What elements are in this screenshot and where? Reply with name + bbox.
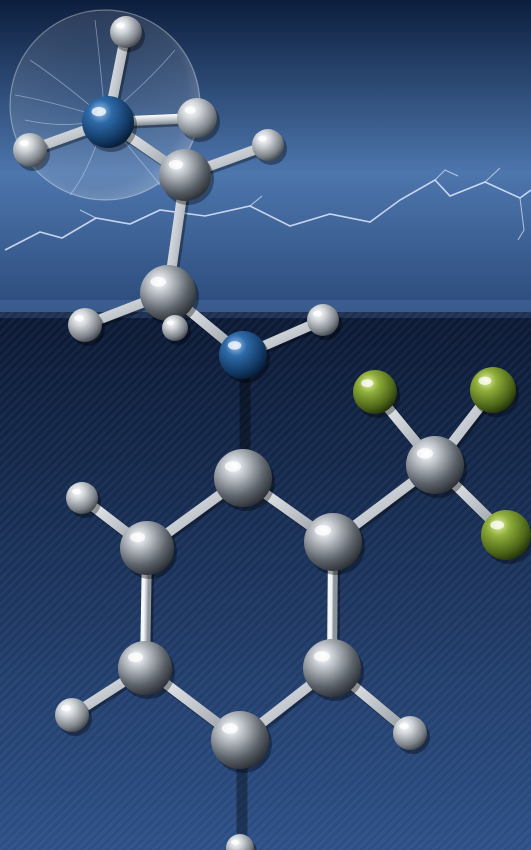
atom-highlight (129, 532, 146, 543)
fluorine-sphere (353, 370, 397, 414)
atom-highlight (74, 315, 84, 322)
atom-highlight (71, 488, 81, 495)
atom-h-ring-5 (393, 716, 430, 754)
atom-highlight (231, 839, 240, 845)
atom-h-c1-right (252, 129, 287, 165)
atom-highlight (19, 140, 29, 147)
carbon-sphere (140, 265, 196, 321)
carbon-sphere (304, 513, 362, 571)
atom-highlight (150, 276, 167, 287)
atom-highlight (399, 723, 409, 730)
carbon-sphere (159, 149, 211, 201)
atom-h-top (110, 16, 145, 52)
atom-h-c2-back (162, 315, 191, 345)
atom-f-2 (470, 367, 519, 417)
atom-h-ring-3 (55, 698, 92, 736)
carbon-sphere (303, 639, 361, 697)
atom-c-ring-5 (303, 639, 364, 701)
atom-c-ring-3 (118, 641, 175, 699)
hydrogen-sphere (393, 716, 427, 750)
hydrogen-sphere (68, 308, 102, 342)
atom-h-n-left (13, 133, 50, 171)
atom-c-ring-1 (214, 449, 275, 511)
atom-highlight (91, 106, 107, 117)
atom-n-ammonium (82, 96, 137, 152)
atom-highlight (168, 159, 184, 170)
carbon-sphere (120, 521, 174, 575)
atom-highlight (361, 379, 374, 388)
atom-h-amine (307, 304, 342, 340)
atoms-layer (13, 16, 531, 850)
lightning-branch (79, 167, 525, 241)
atom-highlight (257, 135, 267, 142)
atom-f-3 (481, 510, 531, 564)
atom-highlight (227, 341, 242, 350)
atom-c-ring-6 (304, 513, 365, 575)
atom-c-ring-4 (211, 711, 272, 773)
fluorine-sphere (470, 367, 516, 413)
nitrogen-sphere (82, 96, 134, 148)
atom-highlight (314, 525, 331, 536)
atom-highlight (478, 376, 492, 385)
atom-highlight (115, 22, 125, 29)
lightning-bolt (4, 178, 531, 251)
atom-h-ring-4 (226, 834, 257, 850)
hydrogen-sphere (55, 698, 89, 732)
hydrogen-sphere (177, 98, 217, 138)
atom-highlight (490, 520, 505, 530)
atom-h-ring-2 (66, 482, 101, 518)
atom-highlight (312, 310, 322, 317)
atom-h-n-right (177, 98, 220, 142)
floor-carbon-texture (0, 312, 531, 850)
hydrogen-sphere (162, 315, 188, 341)
hydrogen-sphere (66, 482, 98, 514)
atom-c-ring-2 (120, 521, 177, 579)
carbon-sphere (118, 641, 172, 695)
hydrogen-sphere (252, 129, 284, 161)
hydrogen-sphere (226, 834, 254, 850)
atom-c-ethyl-1 (159, 149, 214, 205)
carbon-sphere (211, 711, 269, 769)
atom-c-ethyl-2 (140, 265, 199, 325)
atom-highlight (313, 651, 330, 662)
atom-highlight (61, 705, 71, 712)
atom-highlight (166, 320, 175, 326)
atom-highlight (416, 448, 433, 459)
atom-h-c2-left (68, 308, 105, 346)
atom-highlight (184, 106, 196, 114)
atom-highlight (224, 461, 241, 472)
atom-n-amine (219, 331, 270, 383)
carbon-sphere (214, 449, 272, 507)
nitrogen-sphere (219, 331, 267, 379)
hydrogen-sphere (13, 133, 47, 167)
hydrogen-sphere (110, 16, 142, 48)
carbon-sphere (406, 436, 464, 494)
atom-c-cf3 (406, 436, 467, 498)
fluorine-sphere (481, 510, 531, 560)
hydrogen-sphere (307, 304, 339, 336)
atom-f-1 (353, 370, 400, 418)
atom-highlight (221, 723, 238, 734)
atom-highlight (127, 652, 144, 663)
